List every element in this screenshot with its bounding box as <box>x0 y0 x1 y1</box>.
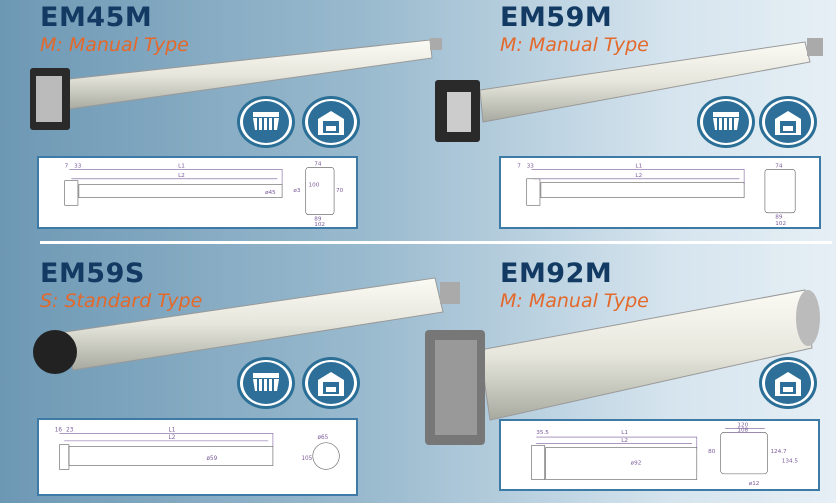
technical-drawing-em92m: 35.5 L1 L2 ø92 120 108 80 124.7 134.5 ø1… <box>499 419 820 491</box>
dim-label: 134.5 <box>782 459 799 465</box>
dim-label: 89 <box>775 214 783 220</box>
dim-label: 16 <box>55 427 63 433</box>
dim-label: 33 <box>74 163 82 169</box>
dim-label: 80 <box>708 449 716 455</box>
dim-label: 35.5 <box>536 430 549 436</box>
product-title: EM59M <box>500 2 613 33</box>
dim-label: L2 <box>621 438 628 444</box>
garage-door-icon <box>759 96 817 148</box>
dim-label: L1 <box>621 430 628 436</box>
garage-door-icon <box>302 96 360 148</box>
motor-image-em59m <box>435 38 823 142</box>
dim-label: ø59 <box>207 456 218 462</box>
garage-door-icon <box>302 357 360 409</box>
product-type: M: Manual Type <box>40 34 189 56</box>
product-title: EM59S <box>40 258 145 289</box>
dim-label: L1 <box>635 163 642 169</box>
dim-label: ø3 <box>293 188 300 194</box>
product-type: M: Manual Type <box>500 34 649 56</box>
section-divider <box>40 241 832 244</box>
awning-icon <box>237 357 295 409</box>
dim-label: 7 <box>65 163 69 169</box>
dim-label: 102 <box>314 222 325 227</box>
dim-label: 89 <box>314 216 322 222</box>
awning-icon <box>697 96 755 148</box>
product-type: S: Standard Type <box>40 290 203 312</box>
product-type: M: Manual Type <box>500 290 649 312</box>
dim-label: 124.7 <box>770 449 787 455</box>
technical-drawing-em45m: 7 33 L1 L2 ø45 74 ø3 100 89 102 70 <box>37 156 358 229</box>
product-title: EM92M <box>500 258 613 289</box>
dim-label: L2 <box>635 173 642 179</box>
dim-label: ø65 <box>318 435 329 441</box>
motor-image-em45m <box>30 38 442 130</box>
dim-label: 23 <box>66 427 74 433</box>
dim-label: 108 <box>737 427 748 433</box>
dim-label: ø45 <box>265 190 276 196</box>
dim-label: 100 <box>309 182 320 188</box>
dim-label: L2 <box>169 435 176 441</box>
product-title: EM45M <box>40 2 153 33</box>
motor-image-em92m <box>425 289 820 445</box>
dim-label: 33 <box>527 163 535 169</box>
motor-image-em59s <box>33 277 460 374</box>
dim-label: 74 <box>775 163 783 169</box>
dim-label: 102 <box>775 221 786 227</box>
dim-label: L1 <box>178 163 185 169</box>
technical-drawing-em59m: 7 33 L1 L2 74 89 102 <box>499 156 821 229</box>
garage-door-icon <box>759 357 817 409</box>
awning-icon <box>237 96 295 148</box>
dim-label: L1 <box>169 427 176 433</box>
dim-label: 74 <box>314 162 322 168</box>
technical-drawing-em59s: 16 23 L1 L2 ø59 ø65 105 <box>37 418 358 496</box>
dim-label: 105 <box>301 456 312 462</box>
dim-label: 7 <box>517 163 521 169</box>
dim-label: ø12 <box>749 481 760 487</box>
dim-label: 120 <box>737 423 748 429</box>
dim-label: 70 <box>336 188 344 194</box>
dim-label: L2 <box>178 173 185 179</box>
dim-label: ø92 <box>631 460 642 466</box>
